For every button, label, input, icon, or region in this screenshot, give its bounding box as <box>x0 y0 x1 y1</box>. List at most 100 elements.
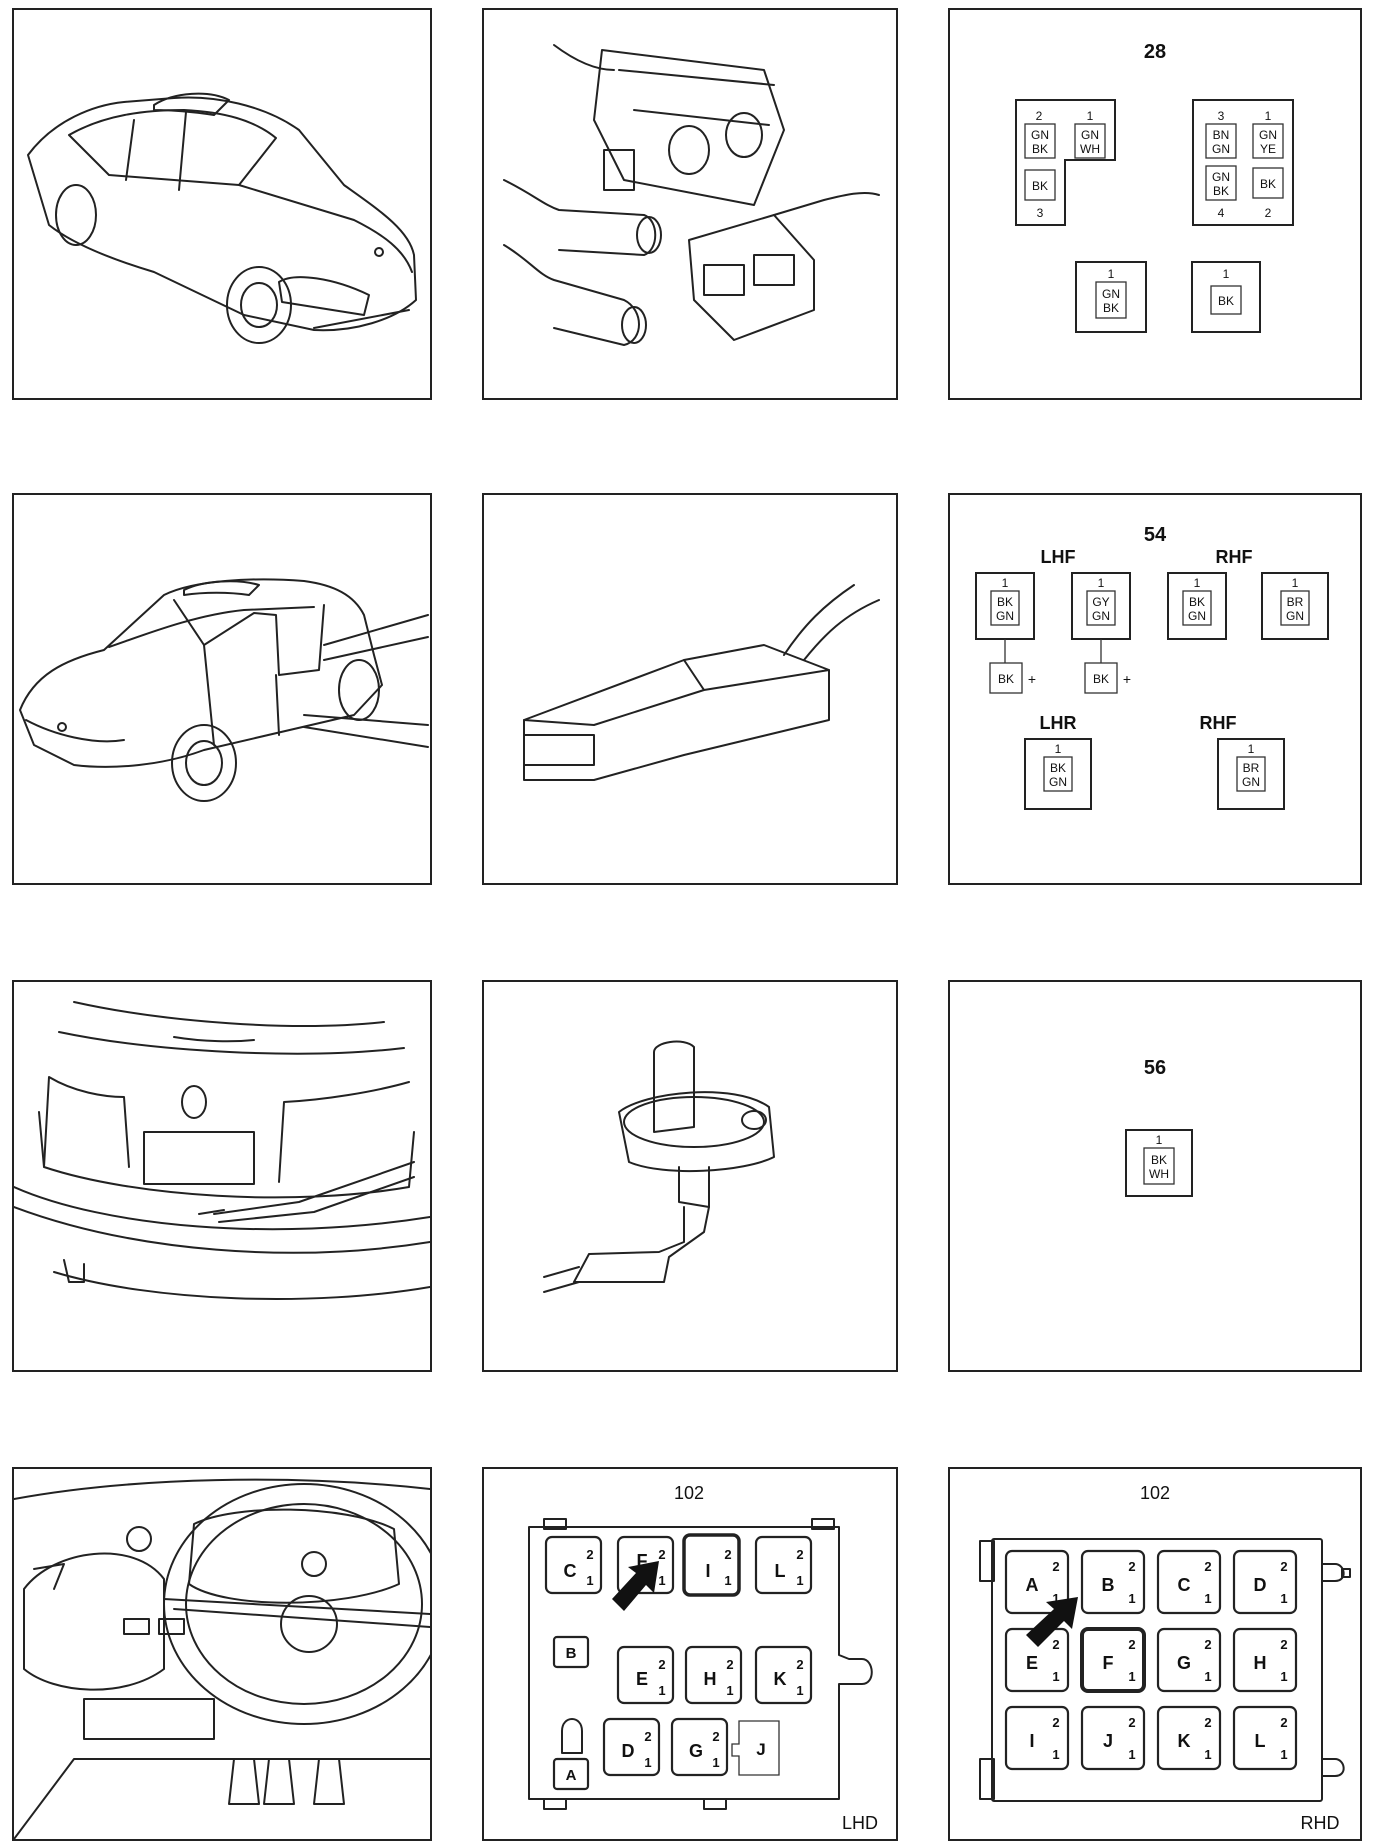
wire-color: BK <box>1151 1153 1167 1167</box>
pin-label: 3 <box>1037 206 1044 220</box>
fuse-letter: B <box>566 1645 577 1662</box>
fuse-letter: H <box>1254 1653 1267 1673</box>
pin-label: 2 <box>644 1729 651 1744</box>
fuse-i: I 2 1 <box>682 1533 741 1597</box>
wire-color: GN <box>1212 142 1230 156</box>
arrow-indicator-icon <box>612 1561 659 1611</box>
pin-label: 1 <box>644 1755 651 1770</box>
fuse-letter: F <box>637 1551 648 1571</box>
wire-color: BR <box>1243 761 1260 775</box>
wire-color: GN <box>996 609 1014 623</box>
pin-label: 1 <box>1128 1747 1135 1762</box>
pin-label: 2 <box>1128 1715 1135 1730</box>
fuse-h: H21 <box>1232 1627 1298 1693</box>
wire-color: BK <box>1032 179 1048 193</box>
fuse-g: G 2 1 <box>670 1717 729 1777</box>
fuse-letter: D <box>622 1741 635 1761</box>
pin-label: 2 <box>796 1657 803 1672</box>
pin-label: 1 <box>712 1755 719 1770</box>
wire-color: BK <box>998 672 1014 686</box>
dashboard-illustration <box>14 1478 430 1839</box>
fuse-h: H 2 1 <box>684 1645 743 1705</box>
pin-label: 1 <box>658 1573 665 1588</box>
fuse-g: G21 <box>1156 1627 1222 1693</box>
wire-color: GN <box>1188 609 1206 623</box>
plus-sign: + <box>1123 671 1131 687</box>
fuse-j: J <box>731 1720 780 1776</box>
pin-label: 1 <box>1052 1669 1059 1684</box>
pin-label: 2 <box>1265 206 1272 220</box>
car-front-illustration <box>27 92 417 344</box>
lhr-label: LHR <box>1040 713 1077 733</box>
pin-label: 1 <box>1098 576 1105 590</box>
fuse-i: I21 <box>1004 1705 1070 1771</box>
wire-color: BK <box>1103 301 1119 315</box>
fuse-letter: H <box>704 1669 717 1689</box>
fuse-l: L21 <box>1232 1705 1298 1771</box>
relay-socket-icon <box>561 1718 583 1754</box>
connector-56-diagram: 56 1 BK WH <box>1125 1057 1193 1197</box>
fuse-letter: D <box>1254 1575 1267 1595</box>
pin-label: 2 <box>658 1547 665 1562</box>
wire-color: BK <box>997 595 1013 609</box>
car-rear-illustration <box>14 1001 430 1300</box>
dashboard-panel <box>12 1467 432 1841</box>
pin-label: 1 <box>796 1683 803 1698</box>
fuse-d: D21 <box>1232 1549 1298 1615</box>
pin-label: 1 <box>1052 1747 1059 1762</box>
pin-label: 1 <box>1223 267 1230 281</box>
wire-color: GN <box>1212 170 1230 184</box>
rhf-label: RHF <box>1216 547 1253 567</box>
pin-label: 2 <box>1052 1559 1059 1574</box>
pin-label: 2 <box>1280 1715 1287 1730</box>
pin-label: 2 <box>1128 1559 1135 1574</box>
fuse-a: A21 <box>1004 1549 1070 1615</box>
connector-photo-panel-2 <box>482 493 898 885</box>
door-switch-illustration <box>543 1040 775 1293</box>
fuse-box-ref-102: 102 <box>1140 1483 1170 1503</box>
fuse-box-rhd-diagram: 102 A21B21C21D21E21F21G21H21I21J21K21L21… <box>979 1483 1351 1833</box>
pin-label: 3 <box>1218 109 1225 123</box>
pin-label: 1 <box>1204 1669 1211 1684</box>
connector-ref-56: 56 <box>1144 1057 1166 1079</box>
fuse-letter: I <box>705 1561 710 1581</box>
car-side-illustration <box>19 578 429 802</box>
pin-label: 2 <box>724 1547 731 1562</box>
connector-54-diagram: 54 LHF RHF 1 BK GN 1 GY GN BK + BK + 1 B… <box>975 524 1329 810</box>
pin-label: 1 <box>1055 742 1062 756</box>
fuse-k: K21 <box>1156 1705 1222 1771</box>
pin-label: 1 <box>1087 109 1094 123</box>
wire-color: BR <box>1287 595 1304 609</box>
fuse-letter: E <box>636 1669 648 1689</box>
fuse-e: E 2 1 <box>616 1645 675 1705</box>
pin-label: 1 <box>1265 109 1272 123</box>
connector-56-pinout-panel: 56 1 BK WH <box>948 980 1362 1372</box>
connector-28-diagram: 28 2 1 GN BK GN WH BK 3 3 1 BN GN GN YE … <box>1015 41 1294 333</box>
pin-label: 2 <box>1036 109 1043 123</box>
fuse-letter: I <box>1029 1731 1034 1751</box>
connector-ref-54: 54 <box>1144 524 1167 546</box>
pin-label: 1 <box>1194 576 1201 590</box>
fuse-letter: C <box>1178 1575 1191 1595</box>
wire-color: GY <box>1092 595 1109 609</box>
fuse-d: D 2 1 <box>602 1717 661 1777</box>
pin-label: 1 <box>724 1573 731 1588</box>
plus-sign: + <box>1028 671 1036 687</box>
fuse-letter: J <box>756 1740 765 1759</box>
pin-label: 2 <box>586 1547 593 1562</box>
pin-label: 1 <box>1052 1591 1059 1606</box>
connector-28-pinout-panel: 28 2 1 GN BK GN WH BK 3 3 1 BN GN GN YE … <box>948 8 1362 400</box>
rhr-label: RHF <box>1200 713 1237 733</box>
connector-ref-28: 28 <box>1144 41 1166 63</box>
wire-color: BK <box>1213 184 1229 198</box>
pin-label: 2 <box>658 1657 665 1672</box>
fuse-b: B <box>552 1635 590 1669</box>
pin-label: 1 <box>1128 1591 1135 1606</box>
fuse-letter: K <box>774 1669 787 1689</box>
fuse-letter: G <box>1177 1653 1191 1673</box>
fuse-l: L 2 1 <box>754 1535 813 1595</box>
wire-color: WH <box>1149 1167 1169 1181</box>
pin-label: 1 <box>726 1683 733 1698</box>
